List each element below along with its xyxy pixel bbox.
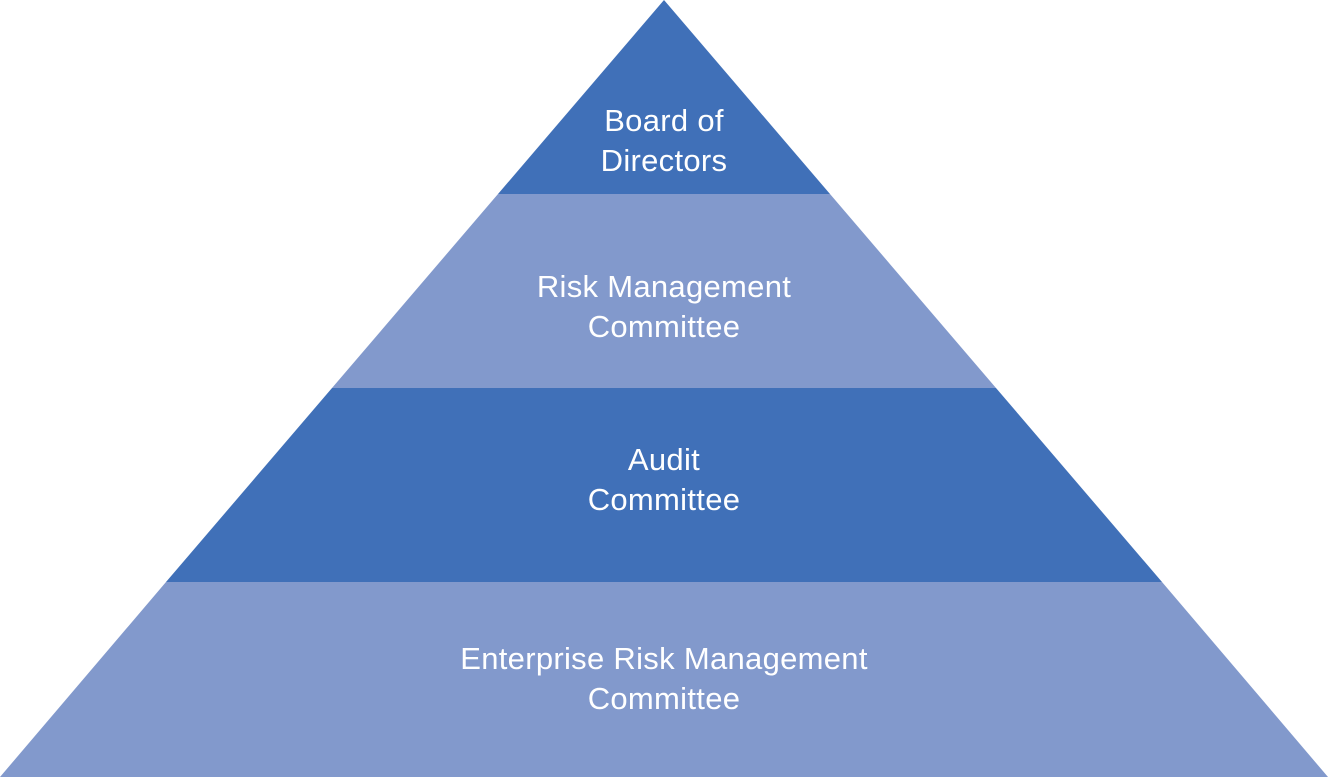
tier-label-audit-committee: Audit Committee [0,440,1328,520]
tier-3-line-1: Audit [627,442,701,477]
tier-1-line-2: Directors [600,143,728,178]
tier-3-line-2: Committee [587,482,741,517]
tier-4-line-1: Enterprise Risk Management [460,641,868,676]
tier-4-shape [0,582,1328,777]
tier-2-line-1: Risk Management [536,269,792,304]
tier-1-shape [498,0,830,194]
tier-label-board-of-directors: Board of Directors [0,101,1328,181]
tier-2-line-2: Committee [587,309,741,344]
tier-1-line-1: Board of [604,103,724,138]
tier-label-risk-management-committee: Risk Management Committee [0,267,1328,347]
tier-3-shape [166,388,1162,582]
tier-4-line-2: Committee [587,681,741,716]
tier-2-shape [332,194,996,388]
tier-label-enterprise-risk-management-committee: Enterprise Risk Management Committee [0,639,1328,719]
